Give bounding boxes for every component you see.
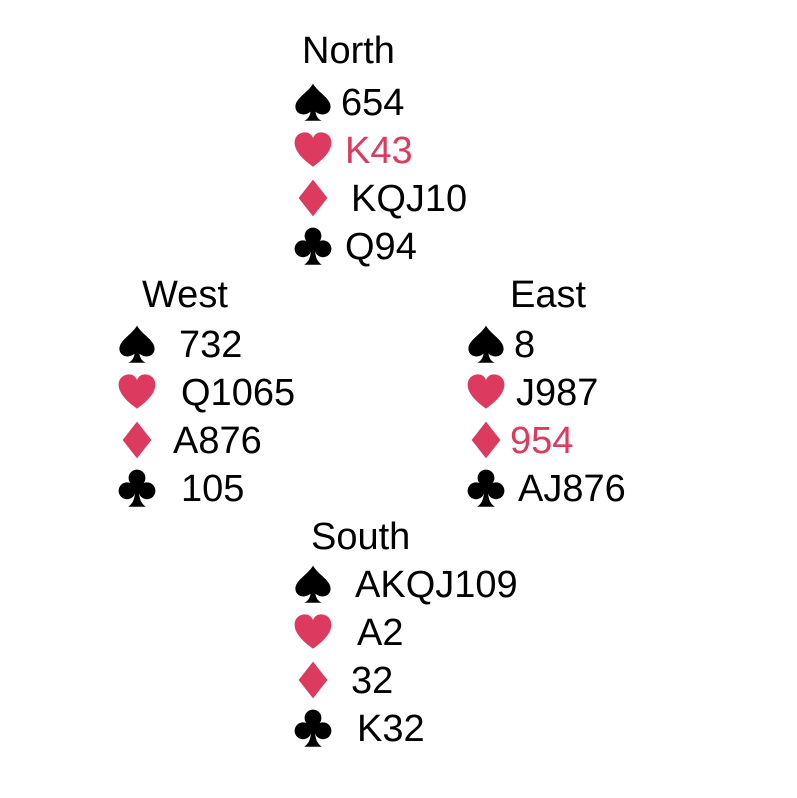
east-hearts-cards: J987 [516,372,599,414]
hand-label-west: West [142,274,228,316]
east-clubs-cards: AJ876 [518,468,626,510]
north-clubs-cards: Q94 [345,226,417,268]
diamond-icon [117,420,157,460]
heart-icon [293,612,333,652]
club-icon [293,226,333,266]
west-diamonds-cards: A876 [173,420,262,462]
east-diamonds-cards: 954 [510,420,574,462]
diamond-icon [293,178,333,218]
hand-label-south: South [311,516,411,558]
club-icon [466,468,506,508]
heart-icon [293,130,333,170]
south-hearts-cards: A2 [357,612,404,654]
east-spades-cards: 8 [514,324,536,366]
north-hearts-cards: K43 [345,130,413,172]
heart-icon [117,372,157,412]
club-icon [117,468,157,508]
west-hearts-cards: Q1065 [181,372,296,414]
north-hand: North 654 K43 KQJ10 Q94 [293,32,493,272]
hand-label-east: East [510,274,587,316]
spade-icon [117,324,157,364]
north-diamonds-cards: KQJ10 [351,178,468,220]
south-clubs-cards: K32 [357,708,425,750]
spade-icon [293,82,333,122]
diamond-icon [293,660,333,700]
south-spades-cards: AKQJ109 [355,564,518,606]
north-spades-cards: 654 [341,82,405,124]
west-hand: West 732 Q1065 A876 105 [117,276,337,516]
west-clubs-cards: 105 [181,468,245,510]
west-spades-cards: 732 [179,324,243,366]
south-hand: South AKQJ109 A2 32 K32 [293,518,553,768]
hand-label-north: North [302,30,395,72]
club-icon [293,708,333,748]
spade-icon [293,564,333,604]
diamond-icon [466,420,506,460]
east-hand: East 8 J987 954 AJ876 [466,276,686,516]
heart-icon [466,372,506,412]
spade-icon [466,324,506,364]
south-diamonds-cards: 32 [351,660,394,702]
